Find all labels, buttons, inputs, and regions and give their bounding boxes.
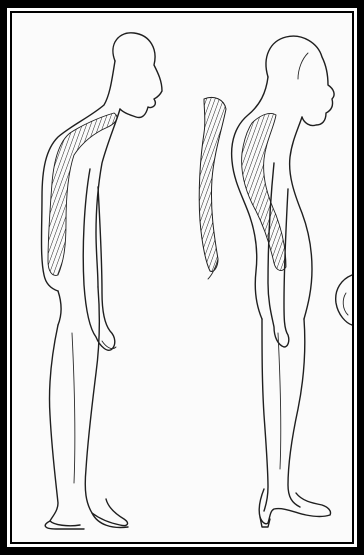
right-figure-leg-back: [262, 319, 268, 511]
left-figure-head: [113, 33, 162, 118]
right-figure-head: [266, 36, 334, 125]
left-figure-front: [96, 109, 120, 287]
isolated-spine: [199, 97, 226, 279]
posture-illustration: [12, 13, 352, 542]
edge-object: [336, 275, 352, 325]
right-figure-front: [290, 117, 312, 319]
right-figure-leg-front: [288, 319, 305, 507]
right-figure-spine: [242, 113, 286, 270]
left-figure: [42, 33, 163, 529]
left-figure-leg-back: [49, 325, 80, 526]
illustration-canvas: [12, 13, 352, 542]
right-figure: [232, 36, 352, 527]
